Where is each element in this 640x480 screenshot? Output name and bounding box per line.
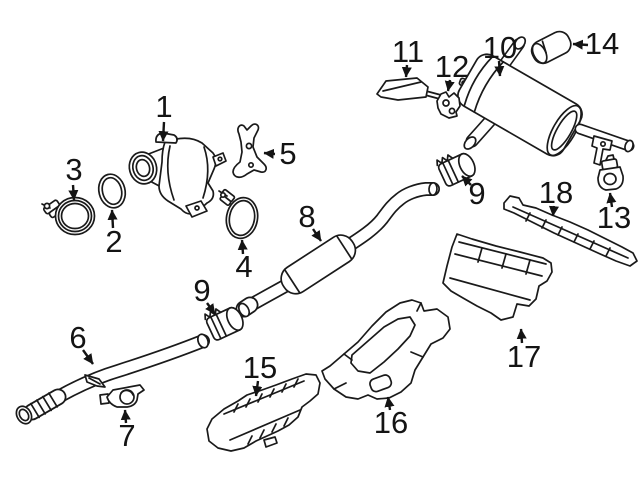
- part-clamp-front: [41, 196, 96, 236]
- callout-1-label: 1: [155, 89, 172, 124]
- callout-5-label: 5: [279, 136, 296, 171]
- part-rubber-hanger: [597, 154, 624, 191]
- callout-14-label: 14: [585, 26, 619, 61]
- part-heat-shield-rail: [503, 195, 638, 267]
- callout-11: 11: [392, 34, 424, 78]
- callout-16-label: 16: [374, 405, 408, 440]
- part-heat-shield-rear: [442, 233, 553, 321]
- callout-13-label: 13: [597, 200, 631, 235]
- part-heat-shield-center: [321, 299, 451, 400]
- callout-15: 15: [243, 350, 277, 397]
- callout-12: 12: [435, 49, 469, 92]
- callout-8: 8: [298, 199, 322, 242]
- callout-9-right-label: 9: [468, 176, 485, 211]
- callout-17: 17: [507, 328, 541, 374]
- callout-9-left-label: 9: [193, 273, 210, 308]
- part-rear-muffler: [457, 36, 635, 166]
- callout-2: 2: [105, 209, 123, 259]
- callout-10: 10: [483, 30, 517, 77]
- part-catalytic-converter: [128, 132, 227, 218]
- callout-6-label: 6: [69, 320, 86, 355]
- part-hanger-bracket-rear: [436, 91, 461, 119]
- callout-13: 13: [597, 192, 631, 235]
- callout-17-label: 17: [507, 339, 541, 374]
- callout-18-label: 18: [539, 175, 573, 210]
- callout-18: 18: [539, 175, 573, 217]
- callout-14: 14: [572, 26, 619, 61]
- part-pipe-clamp-left: [204, 306, 244, 341]
- callout-3-label: 3: [65, 152, 82, 187]
- part-hanger-bracket-front: [376, 77, 442, 101]
- callout-4: 4: [235, 239, 253, 284]
- callout-7: 7: [118, 409, 136, 453]
- part-front-pipe: [15, 333, 210, 425]
- callout-4-label: 4: [235, 249, 252, 284]
- callout-1: 1: [155, 89, 173, 142]
- callout-5: 5: [263, 136, 297, 171]
- callout-9-left: 9: [193, 273, 216, 315]
- callout-2-label: 2: [105, 224, 122, 259]
- part-center-resonator-pipe: [235, 181, 440, 318]
- callout-16: 16: [374, 396, 408, 440]
- callout-15-label: 15: [243, 350, 277, 385]
- callout-7-label: 7: [118, 418, 135, 453]
- part-gasket-ring: [97, 173, 127, 209]
- part-support-bracket: [232, 123, 267, 178]
- callout-11-label: 11: [392, 34, 424, 69]
- callout-9-right: 9: [461, 175, 486, 211]
- callout-8-label: 8: [298, 199, 315, 234]
- callout-6: 6: [69, 320, 94, 365]
- part-mount-bracket: [99, 384, 145, 408]
- callout-3: 3: [65, 152, 83, 201]
- part-v-band-clamp: [218, 188, 259, 240]
- part-heat-shield-front: [206, 373, 321, 452]
- part-exhaust-tip: [530, 30, 572, 65]
- callout-12-label: 12: [435, 49, 469, 84]
- callout-10-label: 10: [483, 30, 517, 65]
